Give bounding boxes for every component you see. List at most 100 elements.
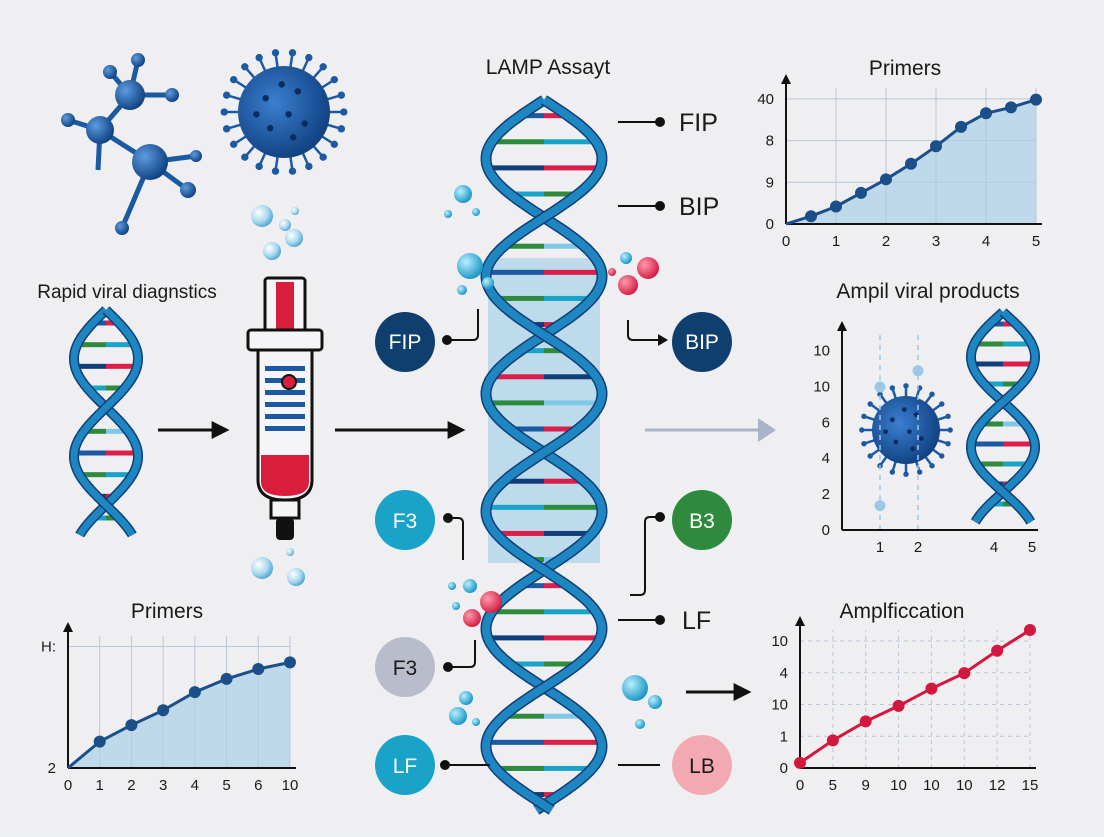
dna-rung <box>106 428 125 434</box>
dna-rung <box>106 342 131 348</box>
primer-badge-f3-bottom: F3 <box>375 637 435 697</box>
primer-badge-lf: LF <box>375 735 435 795</box>
dna-rung <box>544 191 575 197</box>
data-point <box>157 704 170 717</box>
x-tick-label: 1 <box>96 777 104 794</box>
svg-text:F3: F3 <box>393 510 418 533</box>
data-point <box>925 682 938 695</box>
virus-spike-tip <box>947 427 953 433</box>
dna-rung <box>544 661 575 667</box>
primer-badge-b3: B3 <box>672 490 732 550</box>
virus-dot <box>910 446 916 452</box>
data-point <box>826 734 839 747</box>
y-tick-label: 1 <box>780 728 788 745</box>
x-tick-label: 1 <box>876 539 884 556</box>
virus-dot <box>278 81 285 88</box>
dna-strand <box>967 309 1039 524</box>
dna-rung <box>544 400 597 406</box>
virus-spike-tip <box>288 167 297 175</box>
dna-rung <box>513 661 544 667</box>
dna-strand <box>481 96 607 814</box>
dna-strand <box>967 309 1039 524</box>
virus-dot <box>289 134 297 141</box>
virus-spike-tip <box>877 391 883 397</box>
area-fill <box>786 99 1036 224</box>
virus-dot <box>918 436 924 441</box>
virus-spike-tip <box>241 63 249 71</box>
data-point <box>930 140 942 153</box>
primer-badge-fip: FIP <box>375 312 435 372</box>
y-axis-arrow <box>781 74 791 84</box>
svg-text:BIP: BIP <box>685 331 719 354</box>
data-point <box>93 735 106 748</box>
svg-text:B3: B3 <box>689 510 715 533</box>
data-point <box>905 157 917 170</box>
data-point <box>991 644 1004 657</box>
dna-rung <box>1003 381 1018 387</box>
test-tube-icon <box>246 276 324 540</box>
dna-rung <box>544 739 598 745</box>
virus-spike-tip <box>319 63 327 71</box>
dna-helix-icon <box>966 308 1040 525</box>
virus-spike-tip <box>916 469 923 475</box>
virus-spike-tip <box>319 153 327 161</box>
primer-badge-bip: BIP <box>672 312 732 372</box>
y-tick-label: 2 <box>822 486 830 503</box>
data-point <box>794 756 806 769</box>
primer-label-lf: LF <box>682 607 711 635</box>
dna-rung <box>499 295 544 301</box>
virus-dot <box>294 88 302 95</box>
dna-rung <box>106 385 121 391</box>
virus-spike-tip <box>939 453 945 459</box>
dna-rung <box>988 381 1003 387</box>
virus-spike-tip <box>861 413 867 420</box>
dna-rung <box>993 321 1003 327</box>
dna-rung <box>544 113 564 119</box>
data-point <box>980 107 992 120</box>
dna-rung <box>78 363 106 369</box>
y-tick-label: H: <box>41 639 56 656</box>
dna-rung <box>78 450 106 456</box>
primer-connectors <box>445 121 662 766</box>
data-point <box>955 120 967 133</box>
dna-rung <box>524 348 544 354</box>
chart-title: Primers <box>869 57 941 80</box>
x-tick-label: 3 <box>159 777 167 794</box>
virus-icon <box>220 49 348 175</box>
y-tick-label: 10 <box>771 633 788 650</box>
dna-helix-icon <box>69 306 143 538</box>
virus-spike-tip <box>230 75 238 84</box>
virus-spike-tip <box>945 413 951 420</box>
x-tick-label: 4 <box>990 539 998 556</box>
data-point <box>252 663 265 675</box>
x-tick-label: 10 <box>956 777 973 794</box>
y-tick-label: 40 <box>757 91 774 108</box>
y-tick-label: 0 <box>822 522 830 539</box>
virus-dot <box>890 417 895 423</box>
dna-rung <box>83 472 106 478</box>
y-tick-label: 4 <box>822 450 830 467</box>
dna-rung <box>1003 441 1031 447</box>
x-tick-label: 5 <box>222 777 230 794</box>
svg-text:F3: F3 <box>393 657 418 680</box>
dna-rung <box>532 322 544 328</box>
x-tick-label: 0 <box>796 777 804 794</box>
virus-spike-tip <box>889 385 896 391</box>
x-tick-label: 5 <box>1028 539 1036 556</box>
virus-dot <box>907 429 912 435</box>
dna-rung <box>984 421 1003 427</box>
virus-dot <box>883 429 888 435</box>
x-tick-label: 9 <box>862 777 870 794</box>
virus-spike-tip <box>305 162 313 171</box>
x-tick-label: 10 <box>923 777 940 794</box>
chart-title: Primers <box>131 600 203 623</box>
virus-spike-tip <box>271 167 280 175</box>
dna-rung <box>544 165 597 171</box>
dna-rung <box>96 320 106 326</box>
virus-icon <box>859 383 953 477</box>
